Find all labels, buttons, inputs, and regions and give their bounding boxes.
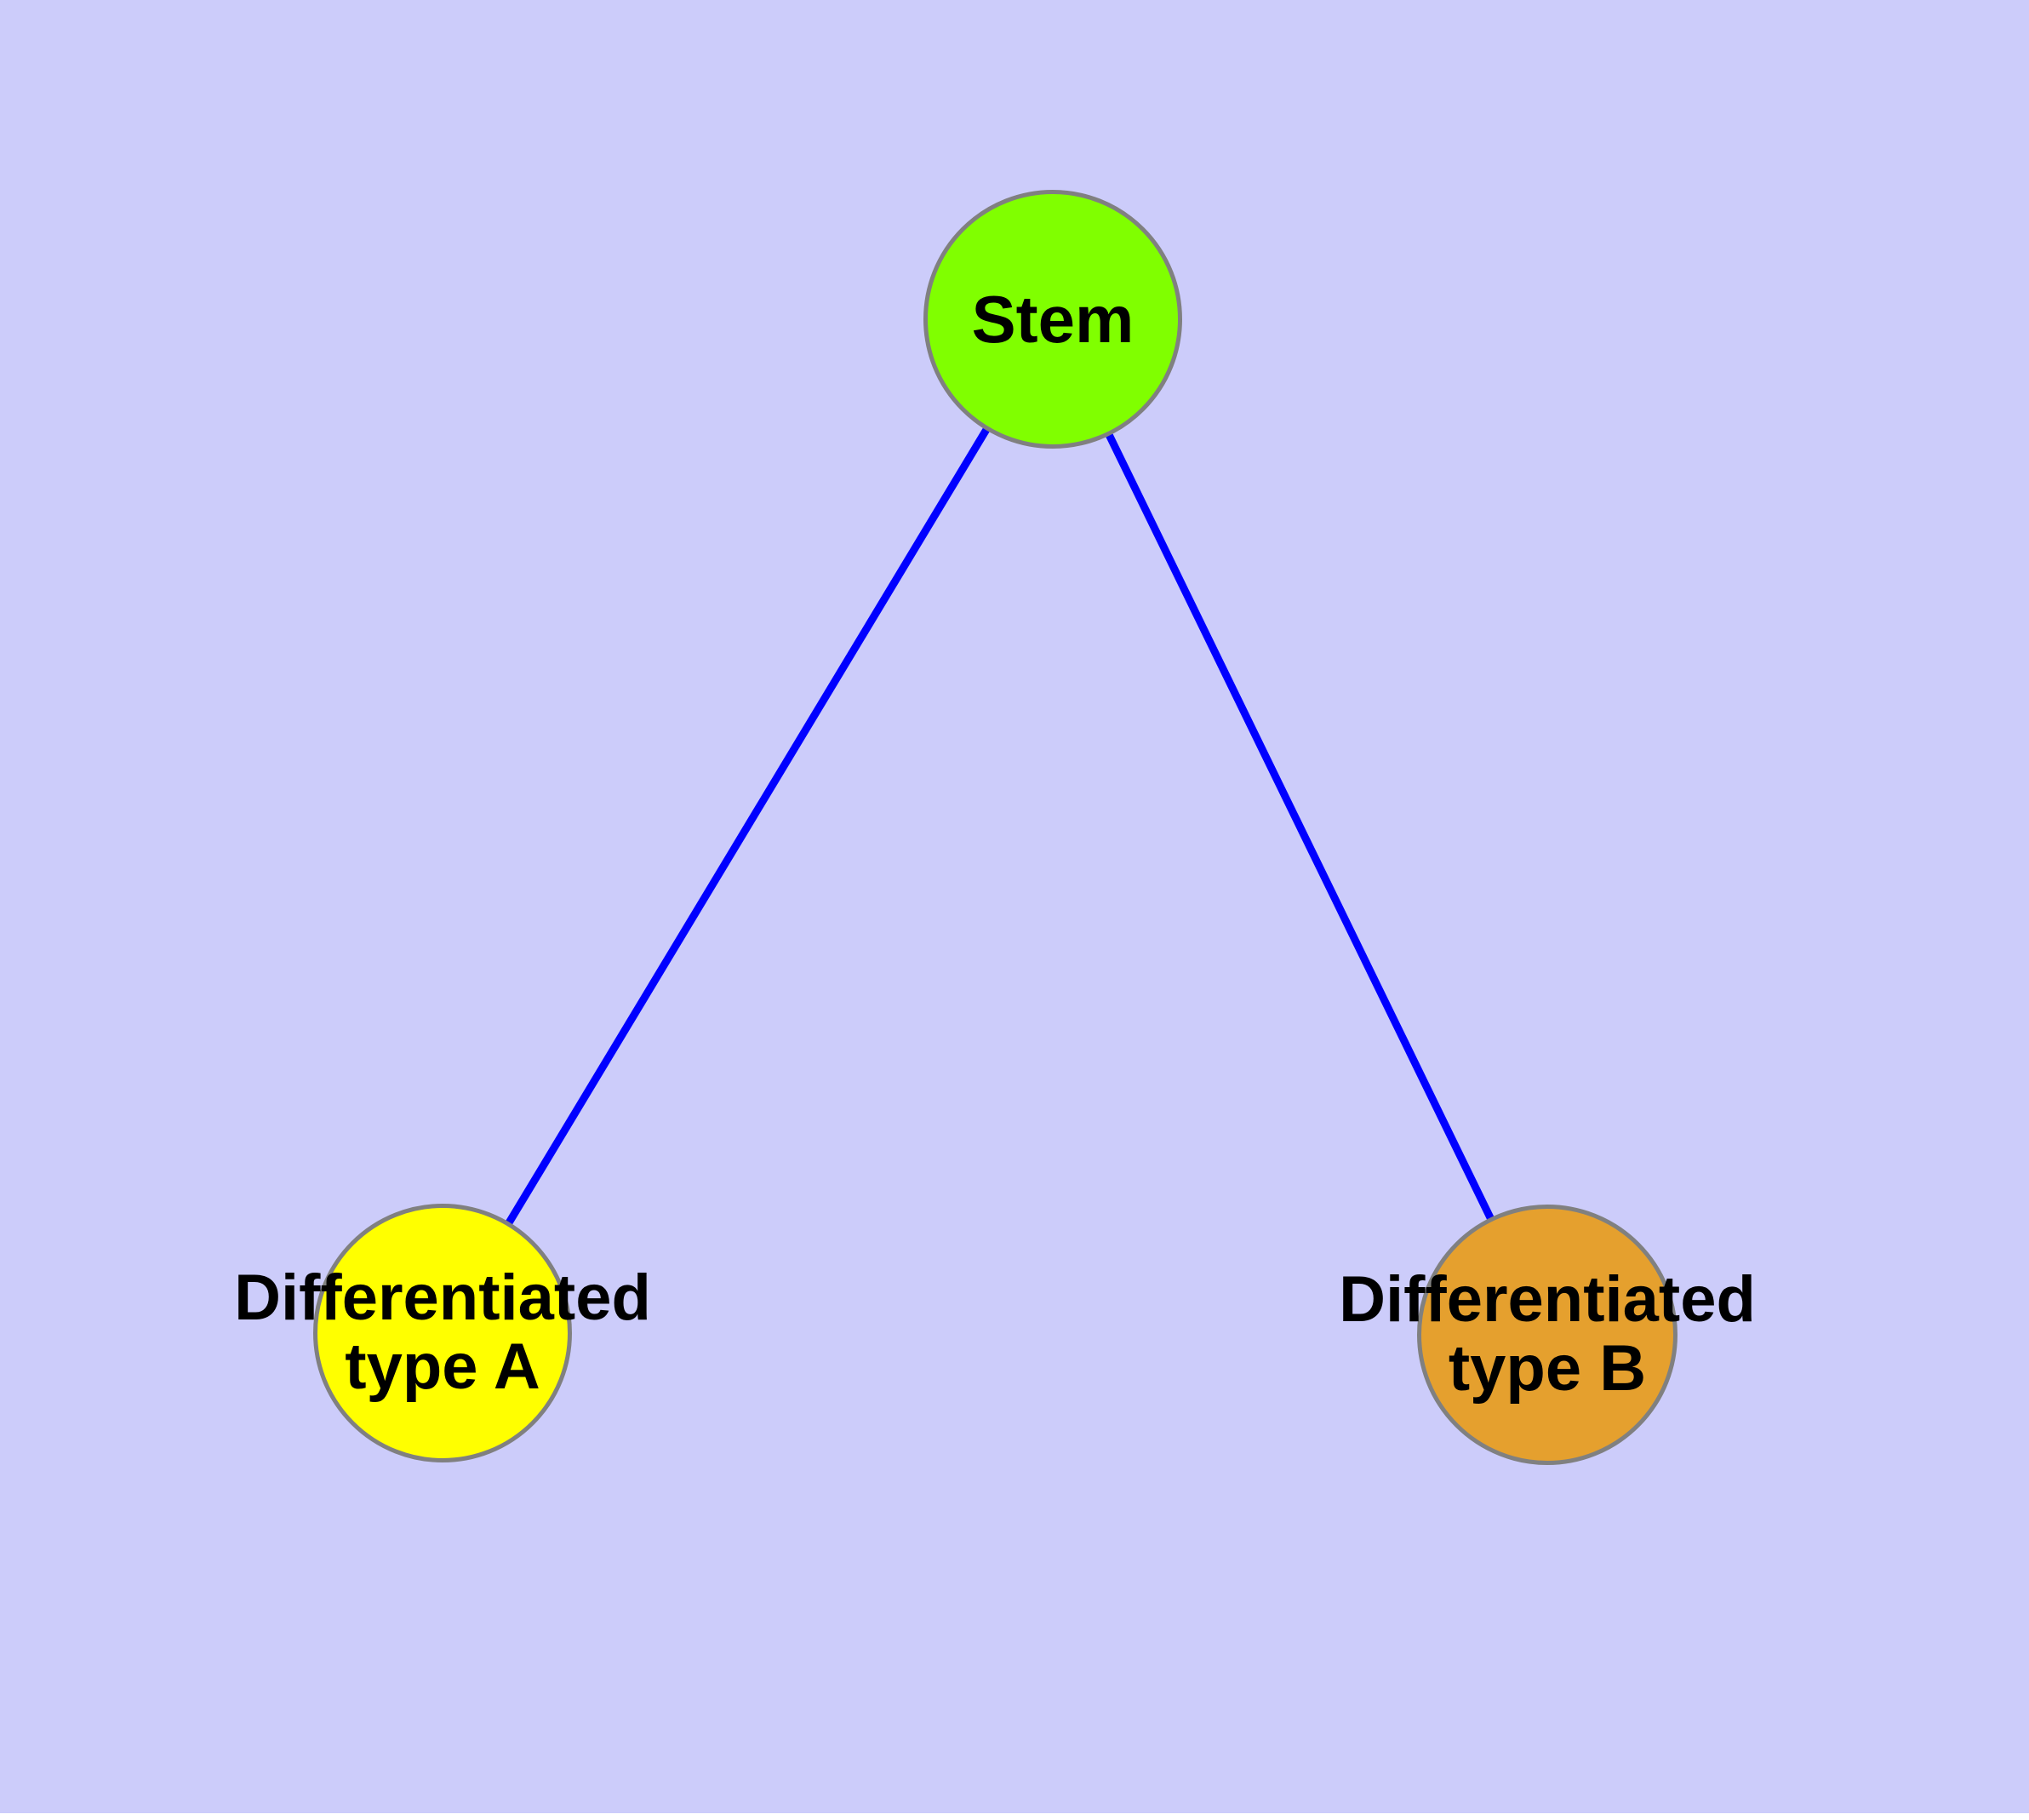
graph-edge-stem-to-diff-a — [505, 426, 991, 1226]
graph-node-diff-b[interactable] — [1417, 1205, 1677, 1465]
edge-layer — [505, 426, 1495, 1226]
graph-node-diff-a[interactable] — [313, 1204, 572, 1462]
node-layer — [313, 190, 1677, 1465]
graph-node-stem[interactable] — [923, 190, 1182, 449]
graph-edge-stem-to-diff-b — [1105, 432, 1495, 1222]
